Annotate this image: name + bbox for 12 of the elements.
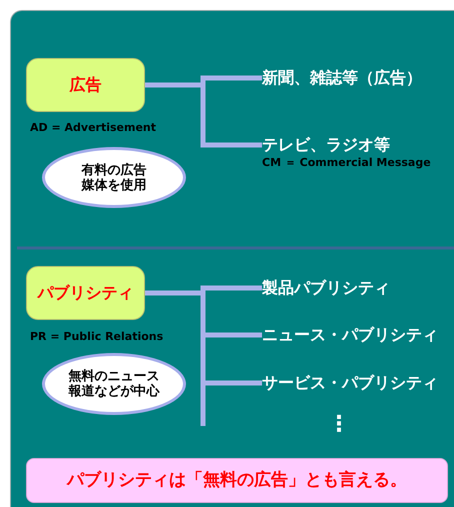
summary-banner: パブリシティは「無料の広告」とも言える。: [26, 458, 448, 503]
abbreviation-caption: AD = Advertisement: [30, 121, 156, 134]
item-label: 新聞、雑誌等（広告）: [262, 67, 422, 89]
category-box: 広告: [26, 58, 145, 112]
continuation-dots: ⋮: [328, 411, 350, 439]
item-label: ニュース・パブリシティ: [262, 324, 438, 346]
abbreviation-caption: CM ＝ Commercial Message: [262, 156, 431, 169]
item-label: テレビ、ラジオ等: [262, 134, 390, 156]
abbreviation-caption: PR = Public Relations: [30, 330, 164, 343]
item-label: サービス・パブリシティ: [262, 372, 438, 394]
item-label: 製品パブリシティ: [262, 277, 390, 299]
category-box: パブリシティ: [26, 266, 145, 320]
